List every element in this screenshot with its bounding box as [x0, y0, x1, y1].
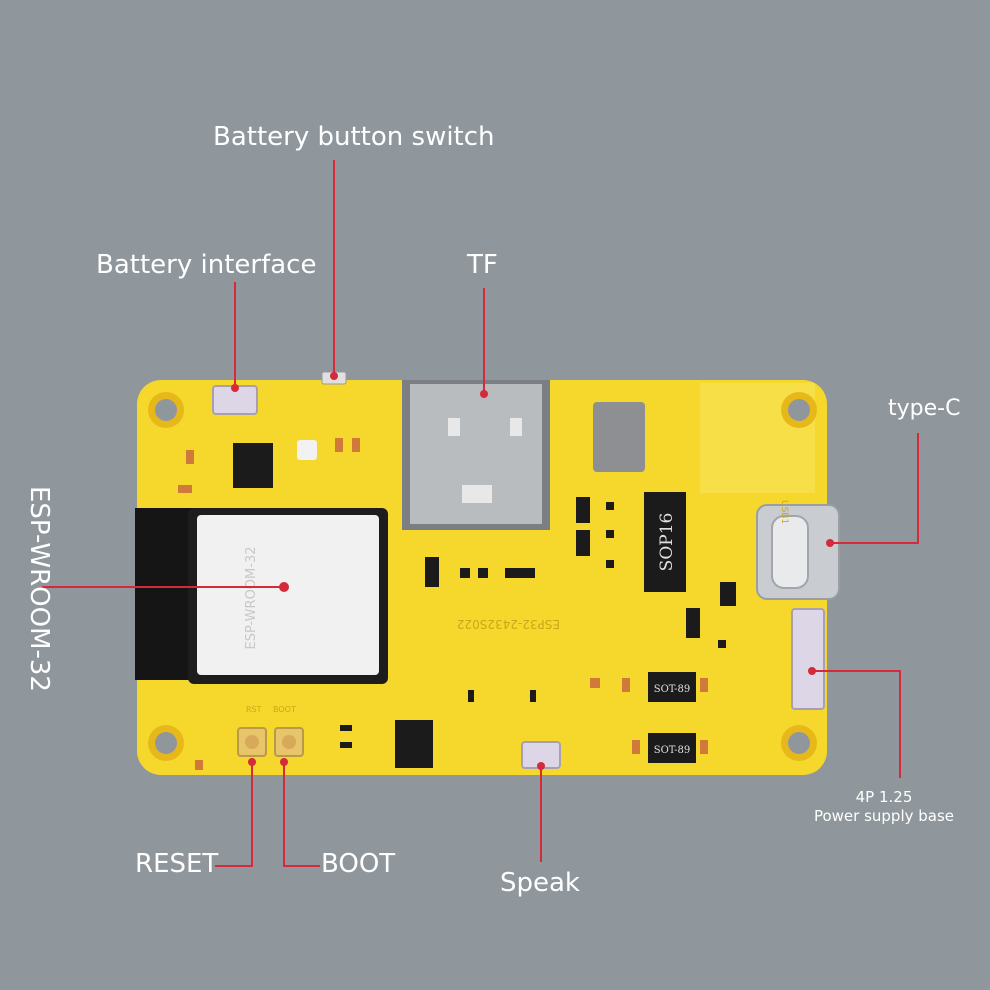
label-battery-interface: Battery interface [96, 250, 317, 280]
sot89-marking-1: SOT-89 [654, 684, 691, 695]
mounting-hole-br [781, 725, 817, 761]
tf-slot-window-1 [448, 418, 460, 436]
leader-dots [231, 372, 834, 770]
sot89-chip-2 [648, 733, 696, 763]
usb-c-opening [771, 515, 809, 589]
small-black-components [340, 502, 726, 748]
resistor-array [505, 568, 535, 578]
label-type-c: type-C [888, 396, 961, 421]
label-boot: BOOT [321, 849, 396, 879]
sop16-chip [644, 492, 686, 592]
leader-power-base [812, 670, 901, 778]
board-model-silk: ESP32-2432S022 [457, 617, 560, 631]
tf-slot-window-2 [510, 418, 522, 436]
label-reset: RESET [135, 849, 219, 879]
esp-module-shield [197, 515, 379, 675]
label-battery-button-switch: Battery button switch [213, 122, 495, 152]
mounting-hole-tr [781, 392, 817, 428]
label-power-base: 4P 1.25 Power supply base [806, 788, 962, 826]
sot89-chip-1 [648, 672, 696, 702]
leader-type-c [830, 433, 919, 544]
fpc-connector [593, 402, 645, 472]
label-power-base-line2: Power supply base [813, 807, 955, 825]
leader-lines [42, 160, 919, 867]
leader-boot [283, 762, 320, 867]
transistor-3 [425, 557, 439, 587]
label-esp-wroom-32: ESP-WROOM-32 [24, 486, 54, 692]
small-components [178, 438, 708, 770]
sop16-marking: SOP16 [657, 513, 677, 572]
label-speak: Speak [500, 868, 580, 898]
transistor-2 [576, 530, 590, 556]
label-power-base-line1: 4P 1.25 [855, 788, 913, 806]
label-tf: TF [467, 250, 498, 280]
rst-silk: RST [246, 705, 262, 714]
ic-bottom [395, 720, 433, 768]
esp-module-marking: ESP-WROOM-32 [244, 547, 259, 650]
mounting-hole-tl [148, 392, 184, 428]
boot-silk: BOOT [273, 705, 296, 714]
leader-reset [215, 762, 253, 867]
sot89-marking-2: SOT-89 [654, 745, 691, 756]
power-base-connector [791, 608, 825, 710]
transistor-5 [720, 582, 736, 606]
transistor-1 [576, 497, 590, 523]
esp-module-antenna [135, 508, 195, 680]
tf-slot-window-3 [462, 485, 492, 503]
transistor-4 [686, 608, 700, 638]
mounting-hole-bl [148, 725, 184, 761]
usb-silk: USB1 [779, 500, 789, 524]
led [297, 440, 317, 460]
ic-top-left [233, 443, 273, 488]
